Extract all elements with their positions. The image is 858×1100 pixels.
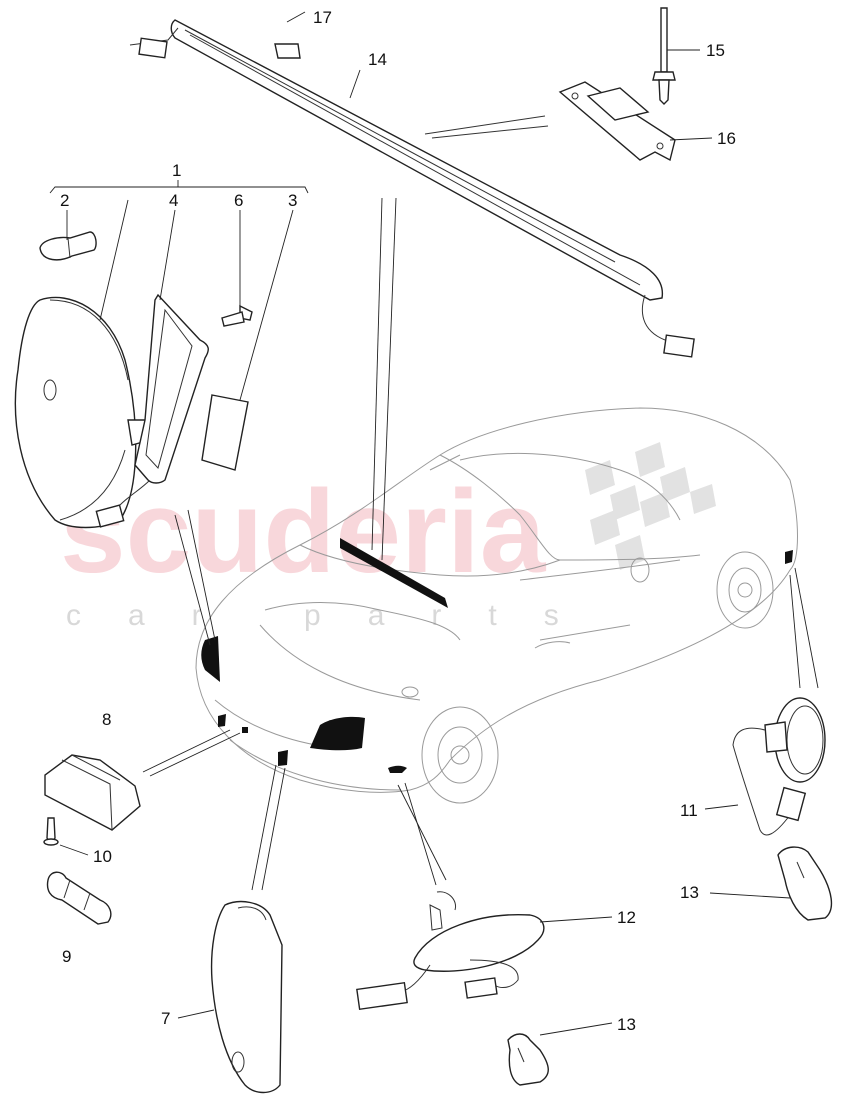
part-9-bulb: [46, 871, 112, 925]
callout-7: 7: [161, 1009, 170, 1028]
leader-lines: [59, 11, 819, 1036]
callout-17: 17: [313, 8, 332, 27]
checkered-flag-graphic: [585, 442, 716, 570]
part-11-indicator: [732, 697, 826, 836]
part-4-gasket: [134, 293, 209, 484]
callout-1: 1: [172, 161, 181, 180]
callout-labels: 1 2 4 6 3 17 14 15 16 8 10 9 7 12 13 11 …: [60, 8, 736, 1034]
part-2-bulb: [39, 231, 97, 261]
part-10-screw: [43, 817, 59, 846]
callout-13-lower: 13: [617, 1015, 636, 1034]
callout-12: 12: [617, 908, 636, 927]
callout-9: 9: [62, 947, 71, 966]
callout-2: 2: [60, 191, 69, 210]
callout-4: 4: [169, 191, 178, 210]
part-16-bracket: [558, 81, 676, 162]
callout-10: 10: [93, 847, 112, 866]
part-3-pad: [201, 394, 249, 471]
part-7-side-lamp: [210, 900, 283, 1094]
callout-16: 16: [717, 129, 736, 148]
callout-11: 11: [680, 801, 698, 820]
part-17-clip: [274, 43, 301, 59]
part-6-screw: [221, 304, 253, 327]
part-15-pin: [652, 7, 676, 105]
callout-15: 15: [706, 41, 725, 60]
part-12-indicator: [356, 891, 545, 1011]
part-13-bulb-upper: [777, 846, 833, 921]
part-8-licence-lamp: [44, 754, 141, 831]
part-1-group-bracket: [49, 180, 309, 194]
part-13-bulb-lower: [507, 1033, 549, 1086]
part-14-brake-light-strip: [129, 19, 695, 358]
part-5-tail-lamp: [14, 296, 162, 529]
car-outline: [195, 407, 798, 804]
callout-6: 6: [234, 191, 243, 210]
callout-14: 14: [368, 50, 387, 69]
callout-13-upper: 13: [680, 883, 699, 902]
watermark: scuderia car parts: [60, 442, 716, 632]
callout-3: 3: [288, 191, 297, 210]
watermark-tagline: car parts: [66, 599, 606, 632]
callout-8: 8: [102, 710, 111, 729]
